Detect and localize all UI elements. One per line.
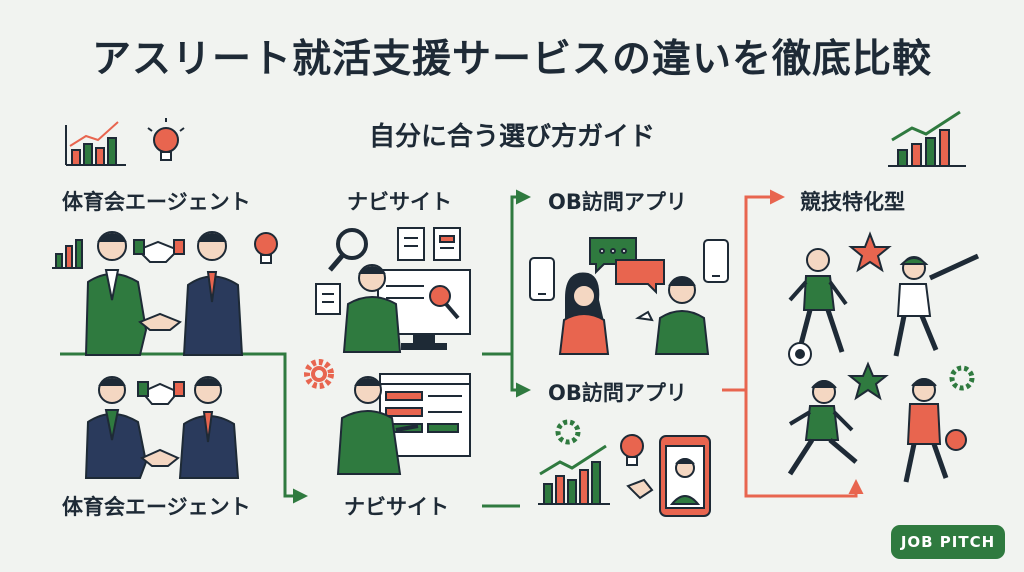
baseball-player-icon <box>893 253 980 357</box>
document-icon <box>315 283 341 315</box>
label-sport-specialized: 競技特化型 <box>800 190 905 214</box>
navi-site-scene-top <box>315 227 471 353</box>
lightbulb-icon <box>254 232 278 264</box>
smartphone-icon <box>659 435 711 517</box>
label-ob-visit-app-bottom: OB訪問アプリ <box>548 381 687 405</box>
handshake-icon <box>133 239 185 263</box>
document-icon <box>397 227 425 261</box>
smartphone-icon <box>703 239 729 283</box>
bar-chart-icon <box>52 239 83 269</box>
soccer-player-icon <box>788 248 848 366</box>
gear-icon <box>555 419 581 445</box>
label-ob-visit-app-top: OB訪問アプリ <box>548 190 687 214</box>
lightbulb-icon-left <box>147 118 185 161</box>
basketball-player-icon <box>903 378 967 483</box>
star-icon <box>847 361 889 401</box>
smartphone-icon <box>529 257 555 301</box>
job-pitch-badge: JOB PITCH <box>891 525 1005 559</box>
label-navi-site-bottom: ナビサイト <box>344 495 449 519</box>
chart-up-icon-left <box>65 121 126 166</box>
chart-up-icon-right <box>888 110 966 167</box>
label-navi-site-top: ナビサイト <box>347 190 452 214</box>
growth-chart-icon <box>538 444 610 505</box>
handshake-scene-bottom <box>84 376 240 479</box>
label-athlete-agent-bottom: 体育会エージェント <box>62 495 251 519</box>
speech-bubble-icon <box>615 259 665 295</box>
navi-site-scene-bottom <box>336 373 471 475</box>
gear-icon <box>304 359 334 389</box>
page-subtitle: 自分に合う選び方ガイド <box>368 122 655 152</box>
star-icon <box>848 231 892 273</box>
gear-icon <box>949 365 975 391</box>
lightbulb-icon <box>620 434 644 466</box>
ob-visit-scene-bottom <box>538 419 711 517</box>
label-athlete-agent-top: 体育会エージェント <box>62 190 251 214</box>
handshake-icon <box>137 381 185 405</box>
athletes-scene <box>787 231 980 483</box>
magnifier-icon <box>328 228 368 272</box>
page-title: アスリート就活支援サービスの違いを徹底比較 <box>91 37 932 82</box>
handshake-scene-top <box>52 231 278 356</box>
runner-icon <box>787 380 858 476</box>
flow-connectors <box>60 189 864 508</box>
document-icon <box>433 227 461 261</box>
ob-visit-scene-top <box>529 237 729 355</box>
